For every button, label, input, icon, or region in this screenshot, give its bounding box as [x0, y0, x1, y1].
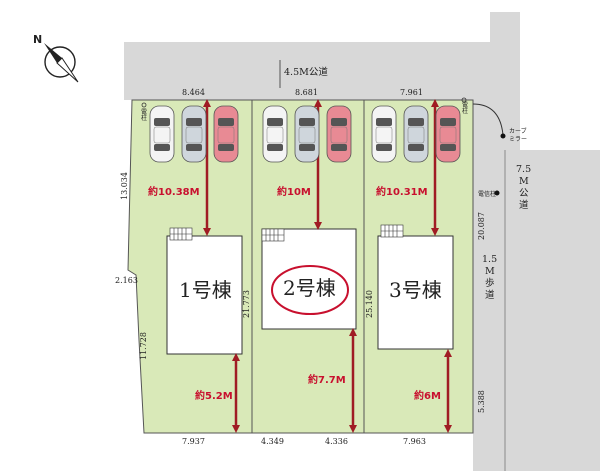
- parked-car-icon: [181, 105, 207, 163]
- house-3: [377, 235, 454, 350]
- top-road-label: 4.5M公道: [284, 66, 328, 78]
- lot-2-rear-distance: 約7.7M: [308, 373, 346, 386]
- dim-top-3: 7.961: [400, 88, 423, 97]
- top-road: [124, 12, 600, 471]
- balcony-hatch-1: [169, 227, 193, 241]
- pole-left-label-2: 柱: [141, 114, 147, 122]
- dim-bottom-1: 7.937: [182, 437, 205, 446]
- house-2-label: 2号棟: [283, 276, 336, 300]
- sidewalk-label-2: M: [485, 266, 495, 277]
- lot-1-front-distance: 約10.38M: [148, 185, 200, 198]
- parked-car-icon: [213, 105, 239, 163]
- dim-bottom-4: 7.963: [403, 437, 426, 446]
- dim-bottom-2: 4.349: [261, 437, 284, 446]
- house-2: [261, 228, 357, 330]
- balcony-hatch-2: [261, 228, 285, 242]
- dim-left-1: 13.034: [120, 172, 129, 200]
- dim-top-2: 8.681: [295, 88, 318, 97]
- right-road-label-1: 7.5: [516, 164, 531, 175]
- right-road-label-2: M: [519, 176, 529, 187]
- dim-bottom-3: 4.336: [325, 437, 348, 446]
- house-3-label: 3号棟: [389, 278, 442, 302]
- right-road-label-3: 公: [519, 188, 529, 199]
- dim-right-lower: 5.388: [477, 390, 486, 413]
- curve-mirror-icon: [500, 133, 506, 139]
- parked-car-icon: [294, 105, 320, 163]
- utility-pole-label: 電信柱: [478, 190, 496, 198]
- dim-top-1: 8.464: [182, 88, 205, 97]
- sidewalk-label-1: 1.5: [482, 254, 497, 265]
- curve-mirror-label-1: カーブ: [509, 127, 527, 135]
- pole-left-icon: [141, 102, 147, 108]
- dim-lot-2-right: 25.140: [365, 290, 374, 318]
- right-road-label-4: 道: [519, 199, 529, 211]
- lot-3-front-distance: 約10.31M: [376, 185, 428, 198]
- dim-left-3: 11.728: [139, 332, 148, 360]
- pole-left-label-1: 電: [141, 109, 147, 116]
- utility-pole-icon: [494, 190, 500, 196]
- parked-car-icon: [371, 105, 397, 163]
- lot-2-front-distance: 約10M: [277, 185, 311, 198]
- parked-car-icon: [435, 105, 461, 163]
- dim-right-upper: 20.087: [477, 212, 486, 240]
- parked-car-icon: [149, 105, 175, 163]
- sidewalk-label-4: 道: [485, 289, 495, 301]
- svg-text:N: N: [33, 33, 42, 46]
- balcony-hatch-3: [380, 224, 404, 238]
- dim-left-2: 2.163: [115, 276, 138, 285]
- curve-mirror-label-2: ミラー: [509, 136, 527, 143]
- pole-right-icon: [461, 97, 467, 103]
- house-1: [166, 235, 243, 355]
- lot-3-rear-distance: 約6M: [414, 389, 441, 402]
- parked-car-icon: [326, 105, 352, 163]
- parked-car-icon: [403, 105, 429, 163]
- parked-car-icon: [262, 105, 288, 163]
- north-arrow-icon: N: [33, 33, 79, 83]
- pole-right-label-1: 電: [462, 102, 468, 109]
- house-2-highlight: [271, 265, 349, 315]
- pole-right-label-2: 柱: [462, 107, 468, 115]
- corner-curve: [472, 103, 504, 136]
- sidewalk-label-3: 歩: [485, 277, 495, 289]
- house-1-label: 1号棟: [179, 278, 232, 302]
- lot-1-rear-distance: 約5.2M: [195, 389, 233, 402]
- dim-lot-1-right: 21.773: [242, 290, 251, 318]
